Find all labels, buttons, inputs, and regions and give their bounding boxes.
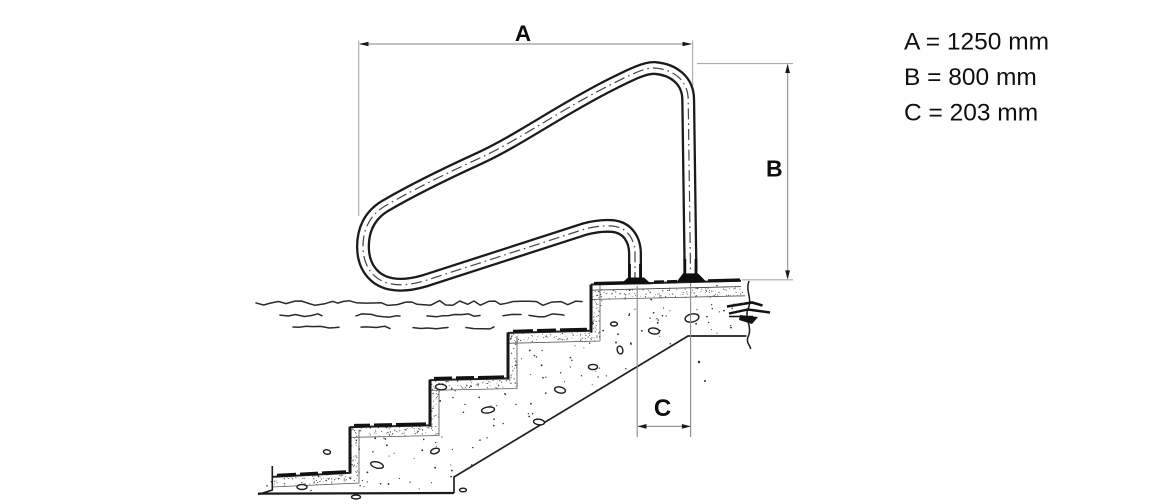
svg-text:A = 1250 mm: A = 1250 mm (904, 29, 1049, 56)
svg-text:C: C (654, 395, 671, 422)
svg-text:B = 800 mm: B = 800 mm (904, 64, 1037, 91)
svg-text:C = 203 mm: C = 203 mm (904, 100, 1038, 127)
svg-text:A: A (515, 21, 531, 46)
svg-text:B: B (766, 156, 783, 182)
